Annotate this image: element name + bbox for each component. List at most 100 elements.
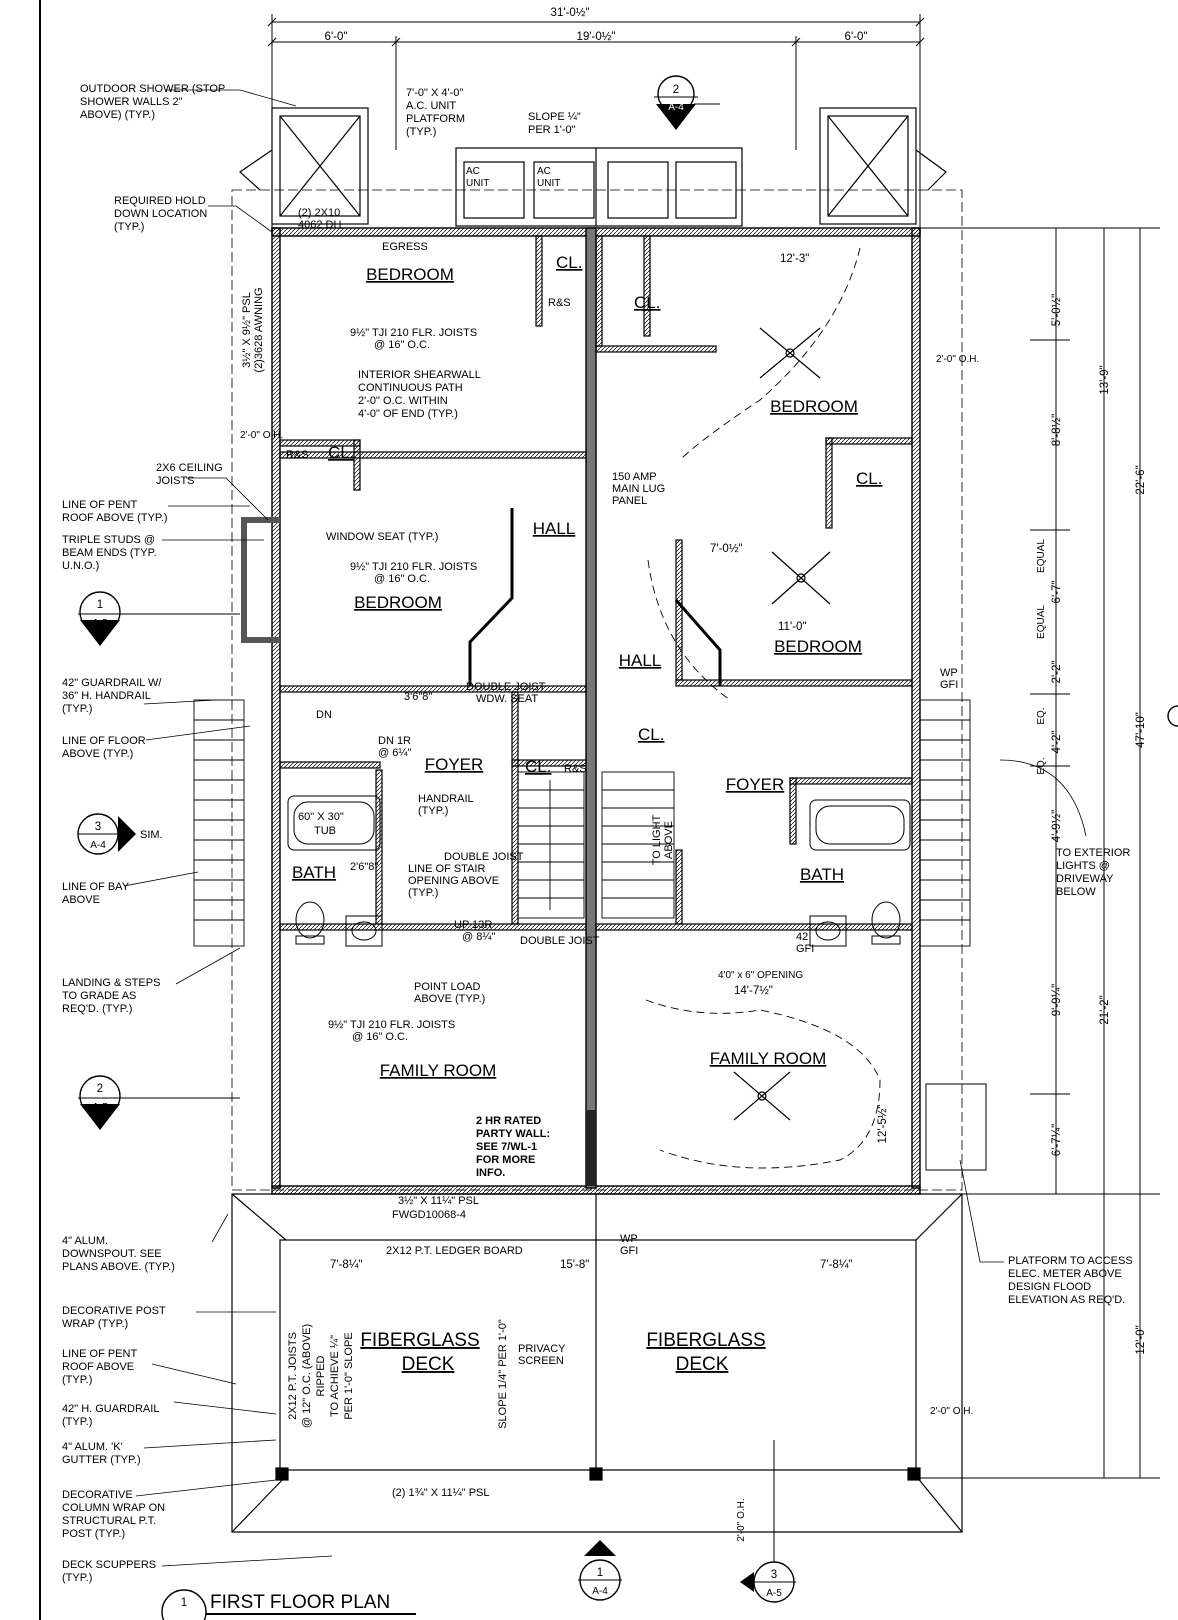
svg-text:GFI: GFI: [796, 943, 814, 955]
svg-text:WP: WP: [940, 667, 958, 679]
dim-oh-right: 2'-0" O.H.: [936, 354, 979, 365]
svg-text:GFI: GFI: [940, 679, 958, 691]
svg-text:DN 1R: DN 1R: [378, 735, 411, 747]
svg-text:ABOVE) (TYP.): ABOVE) (TYP.): [80, 109, 155, 121]
svg-text:4'-0" OF END (TYP.): 4'-0" OF END (TYP.): [358, 408, 458, 420]
bed-angle-right: [674, 599, 722, 686]
svg-text:9½" TJI 210 FLR. JOISTS: 9½" TJI 210 FLR. JOISTS: [328, 1019, 455, 1031]
svg-text:(TYP.): (TYP.): [408, 887, 438, 899]
room-bedroom: BEDROOM: [354, 593, 442, 612]
svg-text:SIM.: SIM.: [140, 829, 163, 841]
svg-text:EGRESS: EGRESS: [382, 241, 428, 253]
drawing-title: 1 FIRST FLOOR PLAN: [161, 1589, 416, 1620]
dim-oh-deck: 2'-0" O.H.: [930, 1406, 973, 1417]
svg-text:(TYP.): (TYP.): [62, 1572, 92, 1584]
svg-text:(TYP.): (TYP.): [406, 126, 436, 138]
svg-text:DOUBLE JOIST: DOUBLE JOIST: [520, 935, 600, 947]
svg-text:INTERIOR SHEARWALL: INTERIOR SHEARWALL: [358, 369, 481, 381]
svg-text:9½" TJI 210 FLR. JOISTS: 9½" TJI 210 FLR. JOISTS: [350, 561, 477, 573]
svg-text:2: 2: [97, 1083, 103, 1095]
svg-text:R&S: R&S: [548, 297, 571, 309]
dim-r11: 4'-9½": [1051, 810, 1063, 843]
room-family: FAMILY ROOM: [710, 1049, 827, 1068]
room-foyer: FOYER: [425, 755, 484, 774]
room-labels: BEDROOM BEDROOM BEDROOM BEDROOM HALL HAL…: [292, 253, 883, 1375]
svg-text:PER 1'-0": PER 1'-0": [528, 124, 576, 136]
svg-text:SCREEN: SCREEN: [518, 1355, 564, 1367]
svg-text:DOWNSPOUT. SEE: DOWNSPOUT. SEE: [62, 1248, 162, 1260]
svg-text:TO GRADE AS: TO GRADE AS: [62, 990, 136, 1002]
svg-text:2X12 P.T. JOISTS: 2X12 P.T. JOISTS: [287, 1332, 299, 1420]
svg-text:1: 1: [597, 1567, 603, 1579]
interior-walls-right: [595, 235, 913, 931]
dim-overall-width: 31'-0½": [551, 7, 590, 19]
interior-stair-left: [517, 771, 585, 919]
svg-text:3½" X 9½" PSL: 3½" X 9½" PSL: [241, 292, 253, 368]
svg-text:3½" X 11¼" PSL: 3½" X 11¼" PSL: [398, 1195, 479, 1207]
svg-text:LINE OF BAY: LINE OF BAY: [62, 881, 130, 893]
section-marker: 1 A-4: [578, 1540, 622, 1601]
svg-text:A-4: A-4: [592, 1586, 608, 1597]
svg-text:ABOVE: ABOVE: [663, 821, 675, 859]
bay-window-left: [241, 517, 280, 643]
dim-r1: 5'-0½": [1051, 294, 1063, 327]
svg-text:DN: DN: [316, 709, 332, 721]
svg-text:4" ALUM. 'K': 4" ALUM. 'K': [62, 1441, 123, 1453]
svg-text:RIPPED: RIPPED: [315, 1355, 327, 1396]
svg-text:2X6 CEILING: 2X6 CEILING: [156, 462, 223, 474]
svg-text:A-4: A-4: [90, 840, 106, 851]
svg-text:LINE OF PENT: LINE OF PENT: [62, 499, 137, 511]
room-hall: HALL: [533, 519, 576, 538]
room-closet: CL.: [638, 725, 664, 744]
svg-text:PLATFORM TO ACCESS: PLATFORM TO ACCESS: [1008, 1255, 1133, 1267]
svg-text:ABOVE (TYP.): ABOVE (TYP.): [414, 993, 485, 1005]
svg-text:SHOWER WALLS 2": SHOWER WALLS 2": [80, 96, 183, 108]
svg-text:FWGD10068-4: FWGD10068-4: [392, 1209, 466, 1221]
svg-text:HANDRAIL: HANDRAIL: [418, 793, 474, 805]
room-closet: CL.: [556, 253, 582, 272]
interior-notes: 7'-0" X 4'-0" A.C. UNIT PLATFORM (TYP.) …: [241, 87, 958, 1499]
svg-text:TRIPLE STUDS @: TRIPLE STUDS @: [62, 534, 155, 546]
dim-deck-depth: 12'-0": [1135, 1325, 1147, 1354]
svg-text:LINE OF STAIR: LINE OF STAIR: [408, 863, 485, 875]
ceiling-fan-icon: [733, 1071, 791, 1121]
section-marker: 3 A-5: [740, 1440, 796, 1603]
svg-text:@ 16" O.C.: @ 16" O.C.: [374, 573, 430, 585]
svg-text:@ 12" O.C. (ABOVE): @ 12" O.C. (ABOVE): [301, 1324, 313, 1428]
party-wall-dark: [586, 1110, 596, 1186]
svg-text:A.C. UNIT: A.C. UNIT: [406, 100, 456, 112]
svg-text:DECK SCUPPERS: DECK SCUPPERS: [62, 1559, 156, 1571]
svg-text:U.N.O.): U.N.O.): [62, 560, 99, 572]
dim-front-section: 21'-2": [1099, 995, 1111, 1024]
dim-deck-3: 7'-8¼": [820, 1259, 853, 1271]
section-marker: 2 A-5: [78, 1075, 240, 1130]
svg-text:MAIN LUG: MAIN LUG: [612, 483, 665, 495]
svg-text:(TYP.): (TYP.): [62, 1374, 92, 1386]
svg-text:SLOPE ¼": SLOPE ¼": [528, 111, 581, 123]
room-closet: CL.: [328, 443, 354, 462]
svg-text:POINT LOAD: POINT LOAD: [414, 981, 480, 993]
svg-text:36" H. HANDRAIL: 36" H. HANDRAIL: [62, 690, 151, 702]
dim-hall-w: 11'-0": [778, 621, 806, 633]
svg-text:3: 3: [95, 821, 101, 833]
edge-marker: [1167, 705, 1178, 727]
room-closet: CL.: [525, 757, 551, 776]
svg-text:4" ALUM.: 4" ALUM.: [62, 1235, 108, 1247]
svg-text:UNIT: UNIT: [466, 178, 489, 189]
svg-text:2'6"8": 2'6"8": [350, 861, 378, 873]
dim-deck-2: 15'-8": [560, 1259, 589, 1271]
svg-text:SLOPE 1/4" PER 1'-0": SLOPE 1/4" PER 1'-0": [497, 1319, 509, 1429]
dim-r10: EQ.: [1036, 757, 1047, 774]
svg-text:(TYP.): (TYP.): [418, 805, 448, 817]
left-callout-leaders: [123, 89, 333, 1567]
deck-label: DECK: [676, 1354, 729, 1375]
svg-text:GFI: GFI: [620, 1245, 638, 1257]
svg-text:2 HR RATED: 2 HR RATED: [476, 1115, 541, 1127]
dim-r3: 8'-8½": [1051, 414, 1063, 447]
room-closet: CL.: [634, 293, 660, 312]
toilet-right: [871, 901, 901, 945]
dim-oh-left: 2'-0" O.H.: [240, 430, 283, 441]
svg-text:DOUBLE JOIST: DOUBLE JOIST: [444, 851, 524, 863]
sink-right: [809, 915, 847, 947]
